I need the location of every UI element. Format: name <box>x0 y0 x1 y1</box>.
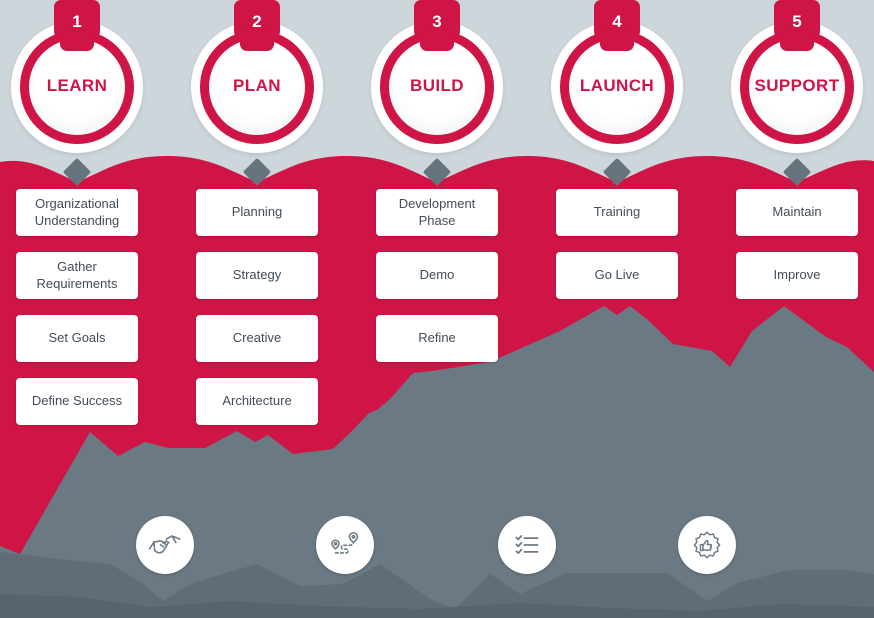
badge-thumbs-up-icon <box>678 516 736 574</box>
step-tab-tip <box>420 36 454 51</box>
mountain-darkest-band <box>0 594 874 618</box>
step-tab-tip <box>240 36 274 51</box>
item-box: Strategy <box>196 252 318 299</box>
step-number: 2 <box>252 12 262 31</box>
handshake-icon <box>136 516 194 574</box>
item-box: Maintain <box>736 189 858 236</box>
route-map-icon <box>316 516 374 574</box>
step-ring <box>740 30 854 144</box>
item-box: Organizational Understanding <box>16 189 138 236</box>
step-number: 5 <box>792 12 802 31</box>
step-title: PLAN <box>233 76 281 95</box>
step-items: Training Go Live <box>556 189 678 315</box>
item-box: Planning <box>196 189 318 236</box>
mountain-dark-ridge <box>0 552 874 618</box>
item-box: Gather Requirements <box>16 252 138 299</box>
item-box: Refine <box>376 315 498 362</box>
item-box: Development Phase <box>376 189 498 236</box>
step-tab-tip <box>780 36 814 51</box>
item-box: Architecture <box>196 378 318 425</box>
step-title: BUILD <box>410 76 464 95</box>
step-title: LEARN <box>46 76 108 95</box>
item-box: Set Goals <box>16 315 138 362</box>
step-column-launch: 4 LAUNCH Training Go Live <box>551 0 683 618</box>
step-number: 4 <box>612 12 622 31</box>
item-box: Improve <box>736 252 858 299</box>
connector-diamond-icon <box>62 157 92 187</box>
connector-diamond-icon <box>422 157 452 187</box>
connector-diamond-icon <box>242 157 272 187</box>
step-tab-tip <box>60 36 94 51</box>
step-tab-tip <box>600 36 634 51</box>
step-number: 1 <box>72 12 82 31</box>
item-box: Demo <box>376 252 498 299</box>
item-box: Creative <box>196 315 318 362</box>
connector-diamond-icon <box>602 157 632 187</box>
step-title: LAUNCH <box>579 76 655 95</box>
checklist-icon <box>498 516 556 574</box>
step-title: SUPPORT <box>754 76 840 95</box>
step-number: 3 <box>432 12 442 31</box>
item-box: Training <box>556 189 678 236</box>
item-box: Go Live <box>556 252 678 299</box>
item-box: Define Success <box>16 378 138 425</box>
connector-diamond-icon <box>782 157 812 187</box>
